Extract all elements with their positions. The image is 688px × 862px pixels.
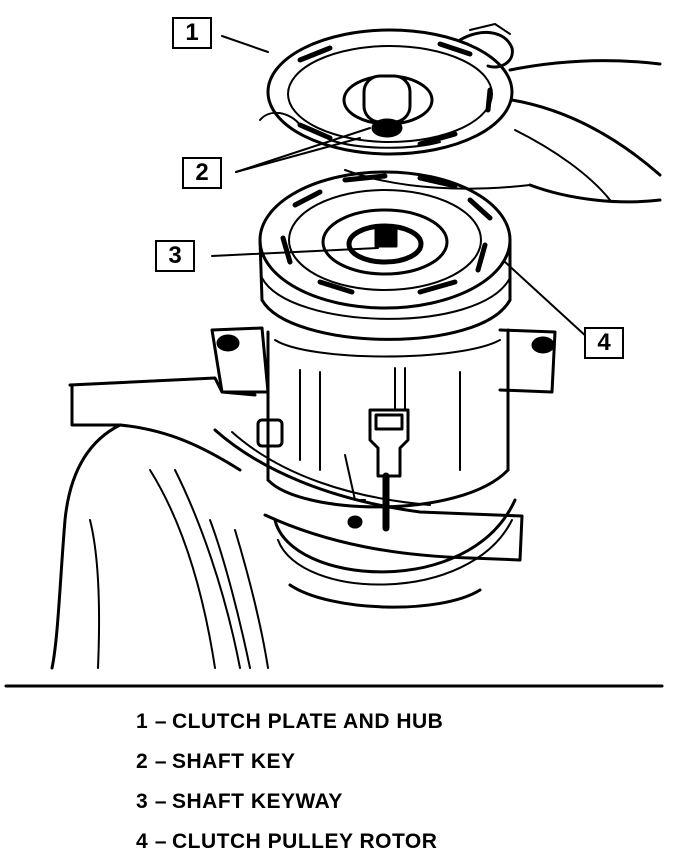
legend-text: CLUTCH PULLEY ROTOR [172,830,438,853]
legend-text: SHAFT KEY [172,750,296,773]
hand [259,23,662,204]
callout-2: 2 [182,157,222,189]
legend-number: 2 [136,750,149,773]
compressor-body [210,326,557,609]
callout-4: 4 [584,327,624,359]
legend-text: CLUTCH PLATE AND HUB [172,710,444,733]
clutch-pulley-rotor [258,170,512,341]
legend-item: 1–CLUTCH PLATE AND HUB [136,702,443,742]
legend-text: SHAFT KEYWAY [172,790,343,813]
callout-3: 3 [155,240,195,272]
legend-number: 3 [136,790,149,813]
engine-housing [50,376,269,670]
legend-item: 3–SHAFT KEYWAY [136,782,443,822]
callout-1: 1 [172,17,212,49]
leader-lines [211,35,589,339]
legend-item: 4–CLUTCH PULLEY ROTOR [136,822,443,862]
mounting-bracket [213,428,524,562]
legend-number: 4 [136,830,149,853]
legend-item: 2–SHAFT KEY [136,742,443,782]
legend: 1–CLUTCH PLATE AND HUB 2–SHAFT KEY 3–SHA… [136,702,443,862]
legend-number: 1 [136,710,149,733]
clutch-plate-and-hub [266,28,514,156]
